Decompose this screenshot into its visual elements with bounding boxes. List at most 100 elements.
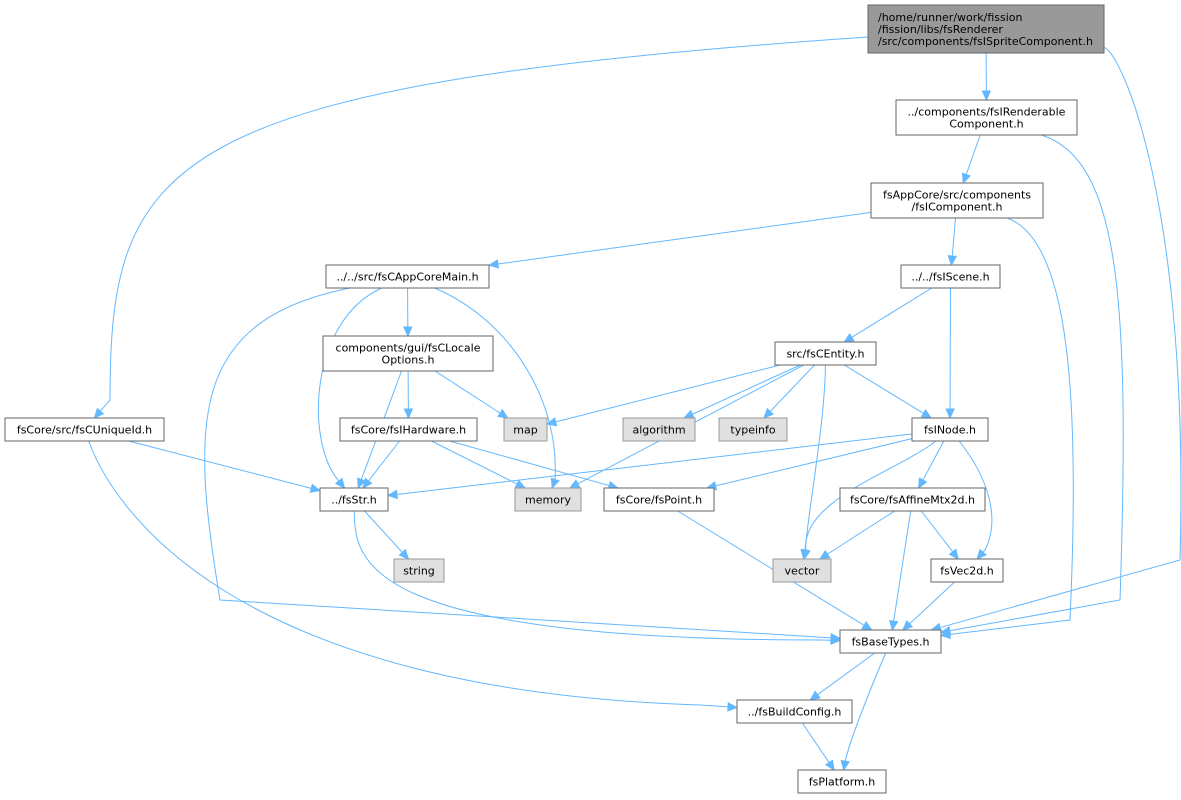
- edge-arrowhead: [497, 408, 509, 419]
- edge-affine-to-vec2d: [920, 510, 959, 560]
- node-label: fsCore/fsIHardware.h: [351, 424, 466, 437]
- edge-arrowhead: [487, 259, 500, 269]
- node-box[interactable]: [774, 341, 877, 366]
- edge-arrowhead: [818, 549, 831, 560]
- node-buildconfig[interactable]: ../fsBuildConfig.h: [736, 699, 853, 724]
- node-basetypes[interactable]: fsBaseTypes.h: [839, 629, 942, 654]
- edge-line: [364, 510, 403, 553]
- edge-line: [920, 510, 954, 553]
- edge-arrowhead: [683, 409, 695, 419]
- edge-arrowhead: [920, 408, 933, 419]
- edge-line: [677, 510, 865, 626]
- node-typeinfo: typeinfo: [718, 417, 788, 442]
- node-vec2d[interactable]: fsVec2d.h: [930, 558, 1004, 583]
- edge-arrowhead: [843, 332, 855, 343]
- edge-line: [922, 440, 945, 481]
- edge-line: [909, 581, 955, 625]
- edge-arrowhead: [901, 620, 914, 631]
- edge-arrowhead: [763, 407, 774, 419]
- node-iscene[interactable]: ../../fsIScene.h: [900, 264, 1001, 289]
- edge-hardware-to-fsstr: [362, 440, 400, 489]
- node-label: fsAppCore/src/components: [883, 189, 1031, 202]
- edge-line: [128, 440, 312, 489]
- node-platform[interactable]: fsPlatform.h: [797, 769, 887, 794]
- edge-basetypes-to-buildconfig: [809, 652, 876, 701]
- node-label: Component.h: [949, 118, 1023, 131]
- node-label: fsBaseTypes.h: [852, 636, 930, 649]
- node-box[interactable]: [895, 99, 1078, 136]
- node-appcoremain[interactable]: ../../src/fsCAppCoreMain.h: [325, 264, 490, 289]
- edge-root-to-uniqueid: [93, 36, 869, 419]
- edge-fsstr-to-string: [364, 510, 410, 560]
- edge-line: [893, 510, 912, 622]
- edge-appcoremain-to-fsstr: [317, 287, 382, 489]
- node-hardware[interactable]: fsCore/fsIHardware.h: [339, 417, 478, 442]
- node-box[interactable]: [870, 182, 1044, 219]
- edge-inode-to-fsstr: [386, 433, 913, 500]
- edge-appcoremain-to-memory: [434, 287, 560, 490]
- edge-line: [851, 287, 933, 338]
- node-box[interactable]: [911, 417, 989, 442]
- edge-arrowhead: [357, 477, 367, 490]
- node-label: components/gui/fsCLocale: [336, 342, 481, 355]
- node-string: string: [393, 558, 445, 583]
- edge-line: [844, 652, 887, 763]
- edge-arrowhead: [981, 90, 992, 102]
- node-box[interactable]: [325, 264, 490, 289]
- edge-appcoremain-to-basetypes: [204, 287, 842, 643]
- node-inode[interactable]: fsINode.h: [911, 417, 989, 442]
- node-box[interactable]: [930, 558, 1004, 583]
- node-algorithm: algorithm: [622, 417, 696, 442]
- edge-line: [949, 134, 1124, 632]
- node-box: [772, 558, 832, 583]
- node-box[interactable]: [839, 487, 986, 512]
- edge-line: [353, 510, 832, 641]
- edge-arrowhead: [727, 702, 739, 712]
- node-box[interactable]: [603, 487, 715, 512]
- node-box: [514, 487, 582, 512]
- edge-arrowhead: [93, 407, 105, 419]
- edge-arrowhead: [976, 548, 987, 560]
- node-box[interactable]: [839, 629, 942, 654]
- edge-appcoremain-to-locale: [403, 287, 413, 338]
- edge-line: [99, 36, 869, 412]
- node-box[interactable]: [900, 264, 1001, 289]
- edge-component-to-iscene: [947, 217, 958, 267]
- node-centity[interactable]: src/fsCEntity.h: [774, 341, 877, 366]
- node-label: /fission/libs/fsRenderer: [878, 23, 1003, 36]
- node-vector: vector: [772, 558, 832, 583]
- node-point[interactable]: fsCore/fsPoint.h: [603, 487, 715, 512]
- edge-locale-to-hardware: [403, 370, 414, 420]
- node-box[interactable]: [797, 769, 887, 794]
- edge-arrowhead: [809, 690, 821, 701]
- edge-line: [804, 364, 826, 551]
- node-layer: /home/runner/work/fission/fission/libs/f…: [4, 4, 1105, 794]
- edge-centity-to-typeinfo: [763, 364, 815, 419]
- edge-hardware-to-point: [449, 440, 620, 491]
- edge-arrowhead: [861, 620, 873, 631]
- edge-line: [204, 287, 832, 639]
- node-root: /home/runner/work/fission/fission/libs/f…: [867, 4, 1105, 54]
- edge-iscene-to-centity: [843, 287, 933, 343]
- node-label: fsPlatform.h: [809, 776, 875, 789]
- edge-arrowhead: [961, 172, 971, 185]
- node-component[interactable]: fsAppCore/src/components/fsIComponent.h: [870, 182, 1044, 219]
- node-label: ../fsBuildConfig.h: [748, 706, 842, 719]
- node-box[interactable]: [339, 417, 478, 442]
- node-box[interactable]: [319, 487, 389, 512]
- node-uniqueid[interactable]: fsCore/src/fsCUniqueId.h: [4, 417, 165, 442]
- node-box[interactable]: [736, 699, 853, 724]
- edge-arrowhead: [362, 477, 373, 489]
- edge-root-to-renderable: [981, 52, 992, 102]
- node-affine[interactable]: fsCore/fsAffineMtx2d.h: [839, 487, 986, 512]
- node-box[interactable]: [322, 335, 494, 372]
- edge-arrowhead: [840, 759, 850, 772]
- node-label: src/fsCEntity.h: [786, 348, 864, 361]
- node-label: fsVec2d.h: [940, 565, 994, 578]
- node-fsstr[interactable]: ../fsStr.h: [319, 487, 389, 512]
- node-box[interactable]: [4, 417, 165, 442]
- edge-arrowhead: [568, 479, 581, 489]
